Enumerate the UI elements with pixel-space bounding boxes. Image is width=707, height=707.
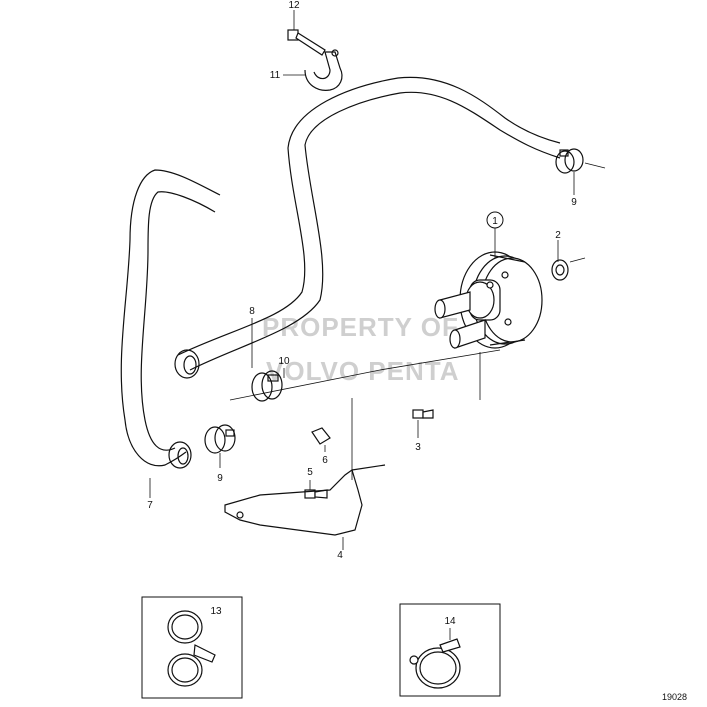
screw-12 (287, 29, 326, 56)
callout-11: 11 (270, 70, 281, 81)
callout-6: 6 (322, 455, 328, 466)
hose-clamp-10 (251, 370, 283, 402)
callout-10: 10 (278, 356, 290, 367)
callout-5: 5 (307, 467, 313, 478)
callout-2: 2 (555, 230, 561, 241)
screw-3 (412, 409, 434, 419)
leader-lines (149, 10, 606, 550)
pump-assembly (434, 251, 543, 349)
callout-14: 14 (444, 616, 456, 627)
hose-long (174, 76, 561, 379)
callout-12: 12 (288, 0, 300, 11)
inset-14: 14 (399, 603, 501, 697)
callout-13: 13 (210, 606, 222, 617)
clip-11 (304, 49, 343, 91)
bracket (224, 464, 386, 536)
callout-1-circle (486, 211, 504, 229)
callout-8: 8 (249, 306, 255, 317)
inset-13: 13 (141, 596, 243, 699)
watermark-line-1: PROPERTY OF (262, 312, 459, 342)
callout-9-upper: 9 (571, 197, 577, 208)
callout-1: 1 (492, 216, 498, 227)
callout-4: 4 (337, 550, 343, 561)
callout-7: 7 (147, 500, 153, 511)
sealing-washer (551, 259, 569, 281)
p-clip-6 (311, 427, 331, 445)
hose-clamp-9-upper (555, 148, 584, 174)
watermark-line-2: VOLVO PENTA (266, 356, 460, 386)
screw-5 (304, 489, 328, 499)
hose-clamp-9-lower (204, 424, 236, 454)
reference-number: 19028 (662, 692, 687, 702)
hose-short (120, 169, 221, 469)
callout-3: 3 (415, 442, 421, 453)
callout-9-lower: 9 (217, 473, 223, 484)
